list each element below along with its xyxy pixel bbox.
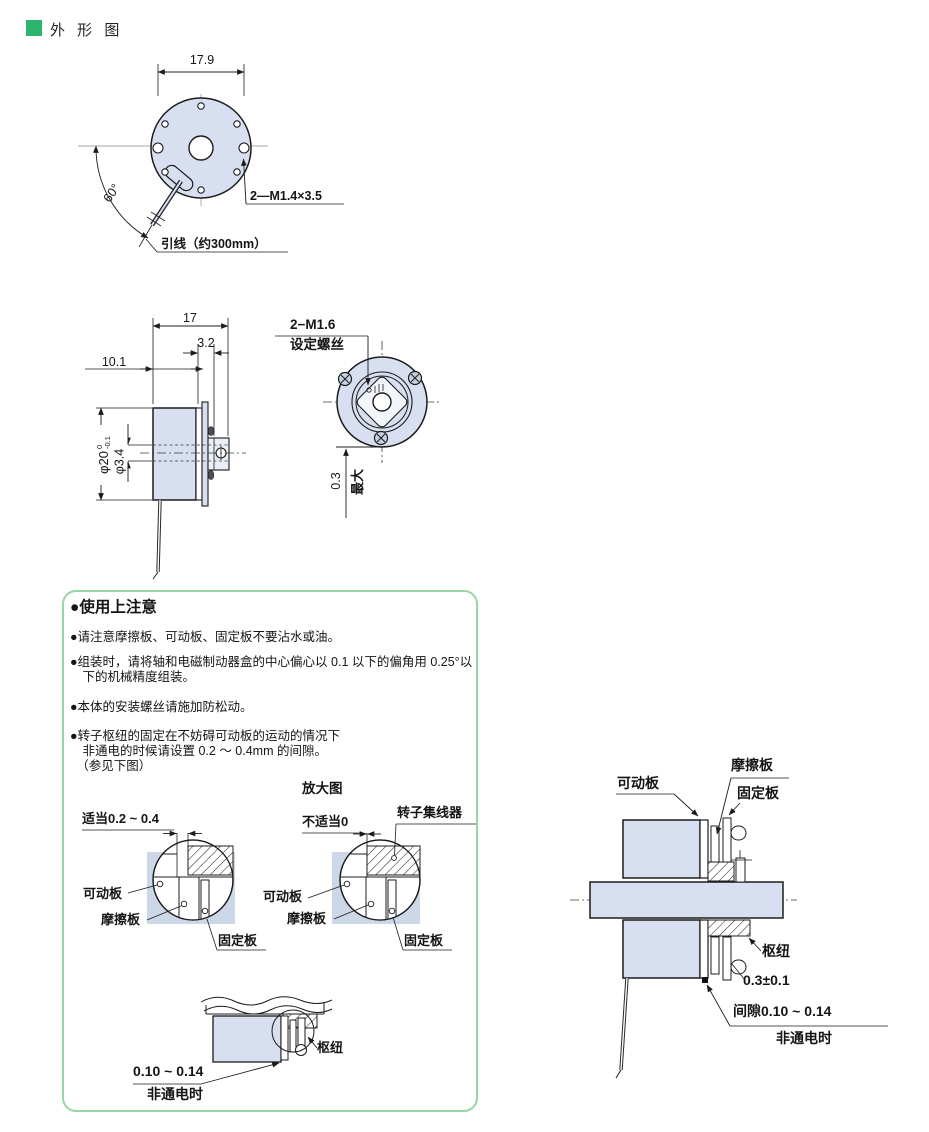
movable-plate-label-left: 可动板 [83,886,123,901]
dim-17: 17 [183,311,197,325]
page-title: 外 形 图 [50,22,124,39]
detail-circle [271,1009,315,1053]
hub-hatch [707,919,751,937]
deenergized-label-detail: 非通电时 [147,1086,203,1102]
rotor-collector-label: 转子集线器 [397,805,463,820]
dim-17-9: 17.9 [189,53,215,67]
usage-notes-box [62,590,478,1112]
movable-plate-label-asm: 可动板 [617,775,659,791]
improper-gap-label: 不适当0 [302,814,349,829]
phillips-screws [337,370,423,446]
set-screw-label: 2−M1.6 [290,317,336,332]
dim-3-2: 3.2 [197,336,215,350]
movable-plate-label-right: 可动板 [263,889,303,904]
gap-dim-asm: 间隙0.10 ~ 0.14 [733,1003,832,1019]
note-bullet-3: ●本体的安装螺丝请施加防松动。 [70,700,253,714]
friction-plate-label-asm: 摩擦板 [731,757,773,773]
dim-outer-value: φ20 [96,451,112,474]
friction-plate-label-left: 摩擦板 [101,912,141,927]
shaft [589,881,784,919]
clearance-dim-asm: 0.3±0.1 [743,972,790,988]
note-bullet-1: ●请注意摩擦板、可动板、固定板不要沾水或油。 [70,630,341,644]
fixed-plate-label-left: 固定板 [218,933,258,948]
brake-body-lower [622,919,701,979]
hub-label-detail: 枢纽 [317,1040,344,1055]
assembly-cross-section [570,777,888,1079]
hub-label-asm: 枢纽 [762,943,790,959]
set-screw-sublabel: 设定螺丝 [290,337,344,352]
dim-bore-diameter: φ3.4 [112,437,128,486]
proper-gap-label: 适当0.2 ~ 0.4 [82,811,159,826]
fixed-plate-label-asm: 固定板 [737,785,779,801]
note-bullet-2: ●组装时，请将轴和电磁制动器盒的中心偏心以 0.1 以下的偏角用 0.25°以 … [70,655,473,684]
front-view-drawing [78,64,344,253]
rotor-hatch [187,845,234,876]
lead-wire-label: 引线（约300mm） [161,237,267,251]
magnified-proper-detail [82,829,266,951]
dim-outer-diameter: φ20 0 -0.1 [95,425,113,485]
notes-title: ●使用上注意 [70,599,157,616]
rear-view-drawing [275,335,441,518]
center-hole [188,135,214,161]
screw-spec-label: 2—M1.4×3.5 [250,189,322,203]
note-bullet-4: ●转子枢纽的固定在不妨碍可动板的运动的情况下 非通电的时候请设置 0.2 ～ 0… [70,729,341,773]
dim-max-label: 最大 [350,469,366,496]
magnified-view-title: 放大图 [302,781,343,796]
section-marker-icon [26,20,42,36]
deenergized-label-asm: 非通电时 [776,1030,832,1046]
friction-plate-label-right: 摩擦板 [287,911,327,926]
dim-0-3: 0.3 [328,472,343,490]
gap-dim-detail: 0.10 ~ 0.14 [133,1063,204,1079]
brake-body-upper [622,819,701,879]
hub-fixing-detail [133,996,333,1085]
dim-10-1: 10.1 [101,355,127,369]
tolerance-stack: 0 -0.1 [95,436,112,450]
gap-marker [702,977,708,983]
fixed-plate-label-right: 固定板 [404,933,444,948]
magnified-improper-detail [302,823,478,951]
